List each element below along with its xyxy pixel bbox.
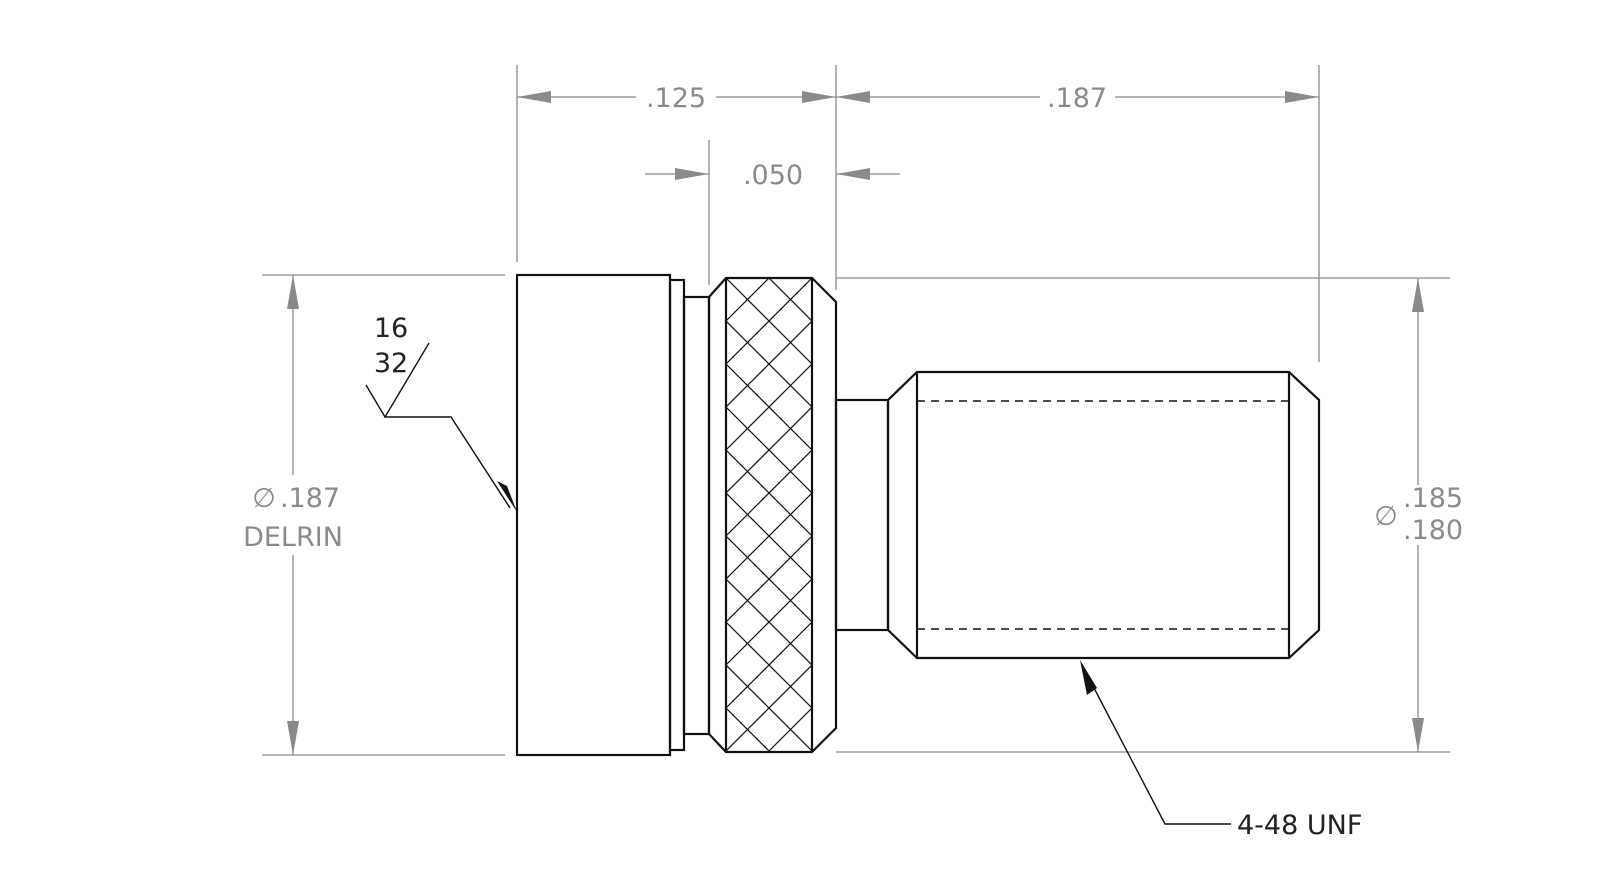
surface-finish-lower: 32 bbox=[374, 348, 408, 379]
knurl-line bbox=[726, 621, 812, 709]
knurl-line bbox=[768, 278, 812, 322]
knurl-line bbox=[726, 320, 812, 408]
knurl-line bbox=[726, 535, 812, 623]
knurl-line bbox=[811, 278, 812, 279]
dim-left-diameter-symbol: ∅ bbox=[252, 483, 276, 514]
knurl-line bbox=[726, 664, 812, 752]
dim-length-left: .125 bbox=[646, 83, 706, 114]
thread-body bbox=[886, 370, 1321, 660]
dim-right-diameter-upper: .185 bbox=[1403, 483, 1463, 514]
knurl-line bbox=[726, 578, 812, 666]
knurl-line bbox=[726, 406, 812, 494]
shank bbox=[834, 398, 890, 632]
surface-finish-symbol bbox=[365, 342, 517, 512]
knurl-line bbox=[810, 750, 812, 752]
dim-knurl-width: .050 bbox=[743, 160, 803, 191]
dim-length-right: .187 bbox=[1047, 83, 1107, 114]
dim-left-diameter-value: .187 bbox=[280, 483, 340, 514]
knurl-body bbox=[707, 276, 838, 754]
part-outline bbox=[515, 273, 1321, 757]
material-label: DELRIN bbox=[243, 522, 343, 553]
dim-right-diameter-lower: .180 bbox=[1403, 515, 1463, 546]
thread-callout: 4-48 UNF bbox=[1237, 810, 1362, 841]
knurl-line bbox=[726, 750, 728, 752]
knurl-line bbox=[726, 278, 727, 279]
surface-finish-upper: 16 bbox=[374, 313, 408, 344]
knurl-line bbox=[726, 794, 812, 880]
knurl-line bbox=[726, 363, 812, 451]
thread-leader bbox=[1080, 660, 1231, 825]
knurl-line bbox=[726, 278, 770, 322]
head-body bbox=[515, 273, 672, 757]
extension-lines bbox=[262, 65, 1450, 756]
dim-right-diameter-symbol: ∅ bbox=[1374, 501, 1398, 532]
knurl-line bbox=[767, 707, 812, 752]
knurl-line bbox=[726, 837, 812, 890]
dimension-lines bbox=[287, 91, 1424, 755]
knurl-line bbox=[726, 449, 812, 537]
knurl-line bbox=[726, 492, 812, 580]
knurl-crosshatch bbox=[726, 278, 812, 890]
knurl-line bbox=[726, 278, 812, 365]
groove-neck bbox=[682, 295, 711, 736]
knurl-line bbox=[726, 837, 812, 890]
head-step bbox=[668, 278, 686, 752]
knurl-line bbox=[726, 794, 812, 880]
